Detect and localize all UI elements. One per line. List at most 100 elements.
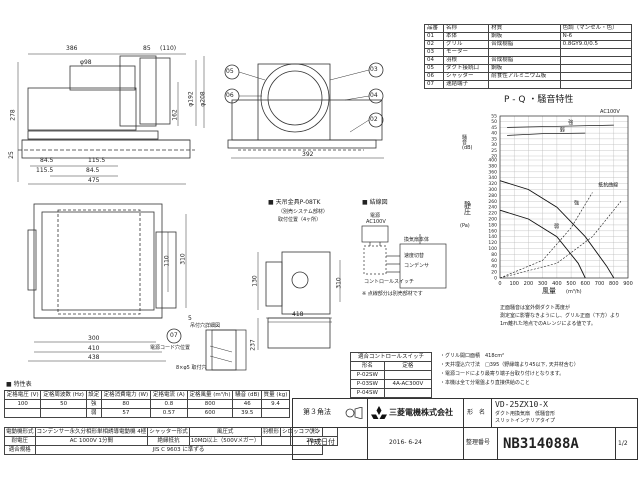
- callout-03: 03: [370, 66, 378, 73]
- parts-cell: 耐食性アルミニウム板: [488, 72, 561, 81]
- dim-300: 300: [88, 335, 100, 342]
- parts-cell: [559, 56, 633, 65]
- detail-title: 吊付穴詳細図: [190, 323, 221, 329]
- parts-cell: 鋼板: [488, 32, 561, 41]
- model-label: 形 名: [467, 409, 486, 416]
- x-tick-label: 300: [538, 281, 548, 287]
- y-tick-label: 200: [488, 217, 497, 223]
- dim-310-fit: 310: [335, 277, 343, 289]
- parts-cell: 06: [423, 72, 445, 81]
- x-tick-label: 800: [609, 281, 619, 287]
- spec-cell: [261, 408, 290, 418]
- page-number: 1/2: [618, 440, 628, 447]
- spec-notes: ・グリル開口面積 418cm² ・天井埋込穴寸法 □395（野縁端より45以下,…: [440, 352, 579, 388]
- wiring-ac: AC100V: [366, 219, 386, 225]
- dim-438: 438: [88, 354, 100, 361]
- spec-cell: 80: [100, 399, 152, 409]
- pq-chart: P - Q ・騒音特性 AC100V 騒音(dB) 静圧 (Pa) 風量 (m³…: [460, 82, 636, 295]
- dim-278: 278: [9, 109, 17, 121]
- dim-25: 25: [7, 151, 15, 159]
- switch-rating-3: [383, 388, 433, 398]
- dim-115-5-b: 115.5: [36, 167, 54, 174]
- spec-cell: 39.5: [232, 408, 263, 418]
- fitting-sub1: （別売システム部材）: [278, 209, 328, 215]
- parts-header-cell: 材質: [488, 24, 561, 33]
- size-table: （形） 20cm: [290, 427, 338, 446]
- spec-note-4: ・本機は全て分電盤より直接供給のこと: [440, 380, 530, 386]
- noise-tick-label: 25: [491, 148, 497, 154]
- dim-84-5-b: 84.5: [86, 167, 100, 174]
- wiring-power: 電源: [370, 213, 381, 219]
- chart-voltage: AC100V: [600, 109, 620, 115]
- callout-detail: [211, 329, 247, 371]
- callout-04: 04: [370, 92, 378, 99]
- noise-tick-label: 35: [491, 136, 497, 142]
- date-value: 2016- 6-24: [389, 439, 422, 446]
- parts-header-cell: 色調（マンセル・色）: [559, 24, 633, 33]
- flow-unit: (m³/h): [566, 289, 582, 295]
- y-tick-label: 260: [488, 199, 497, 205]
- pressure-label: 静圧: [464, 201, 471, 216]
- noise-label-strong: 強: [568, 119, 573, 126]
- noise-series-line: [507, 132, 586, 136]
- spec-extra-table: 電動機形式コンデンサー永久分相形単相誘導電動機 4極シャッター形式風圧式羽根形シ…: [4, 427, 323, 455]
- page-cell: 1/2: [615, 427, 637, 459]
- callout-07: 07: [170, 332, 178, 339]
- switch-model-1: P-02SW: [350, 370, 385, 380]
- chart-title: P - Q ・騒音特性: [504, 95, 574, 105]
- spec-note-2: ・天井埋込穴寸法 □395（野縁端より45以下, 天井材含む）: [440, 362, 579, 368]
- noise-axis-label: 騒音(dB): [462, 135, 473, 151]
- y-tick-label: 380: [488, 163, 497, 169]
- dim-phi98: φ98: [80, 59, 92, 66]
- noise-tick-label: 20: [491, 154, 497, 160]
- curve-label-resistance: 抵抗曲線: [598, 182, 618, 189]
- flow-label: 風量: [542, 287, 556, 295]
- parts-header-cell: 名称: [443, 24, 490, 33]
- y-tick-label: 280: [488, 193, 497, 199]
- wiring-diagram: [361, 225, 447, 289]
- noise-tick-label: 40: [491, 131, 497, 137]
- parts-cell: 速結端子: [443, 80, 490, 89]
- parts-cell: 合成樹脂: [488, 56, 561, 65]
- note-line-2: 測定室に影響なきようにし、グリル正面（下方）より: [500, 313, 620, 319]
- date-cell: 2016- 6-24: [367, 427, 464, 459]
- spec-extra-cell: 耐電圧: [4, 436, 36, 446]
- model-desc-1: ダクト用換気扇 低騒音形: [495, 411, 556, 417]
- switch-rating-1: [383, 370, 433, 380]
- parts-cell: 羽根: [443, 56, 490, 65]
- spec-cell: 800: [186, 399, 234, 409]
- wiring-capacitor: コンデンサ: [404, 263, 430, 269]
- spec-cell: 57: [100, 408, 152, 418]
- spec-header-cell: 定格電圧 (V): [3, 390, 42, 400]
- spec-extra-cell: 絶縁抵抗: [147, 436, 190, 446]
- spec-header-cell: 質量 (kg): [261, 390, 290, 400]
- model-number: VD-25ZX10-X: [495, 400, 548, 409]
- switch-header-rating: 定格: [383, 361, 433, 371]
- dim-phi208: φ208: [199, 91, 207, 107]
- y-tick-label: 240: [488, 205, 497, 211]
- spec-header-cell: 定格電流 (A): [150, 390, 188, 400]
- title-block: 第３角法 三菱電機株式会社 形 名 VD-25ZX10-X ダクト用換気扇 低騒…: [292, 398, 638, 460]
- dim-418: 418: [292, 311, 304, 318]
- y-tick-label: 40: [491, 264, 497, 270]
- spec-cell: 46: [232, 399, 263, 409]
- parts-cell: [559, 64, 633, 73]
- spec-extra-cell: AC 1000V 1分間: [34, 436, 149, 446]
- drawing-number-cell: NB314088A: [497, 427, 616, 459]
- size-value: 20cm: [290, 436, 338, 446]
- noise-series-line: [507, 124, 614, 128]
- parts-cell: シャッター: [443, 72, 490, 81]
- dim-130: 130: [251, 275, 259, 287]
- y-tick-label: 100: [488, 246, 497, 252]
- dim-386: 386: [66, 45, 78, 52]
- y-tick-label: 300: [488, 187, 497, 193]
- mount-hole-note: 8×φ5 取付穴: [176, 365, 207, 371]
- parts-cell: 02: [423, 40, 445, 49]
- dim-310-v: 310: [179, 253, 187, 265]
- spec-cell: 100: [3, 399, 42, 409]
- spec-extra-cell: コンデンサー永久分相形単相誘導電動機 4極: [34, 427, 149, 437]
- spec-header-cell: 騒音 (dB): [232, 390, 263, 400]
- fitting-sub2: 取付位置（4ヶ所）: [278, 217, 322, 223]
